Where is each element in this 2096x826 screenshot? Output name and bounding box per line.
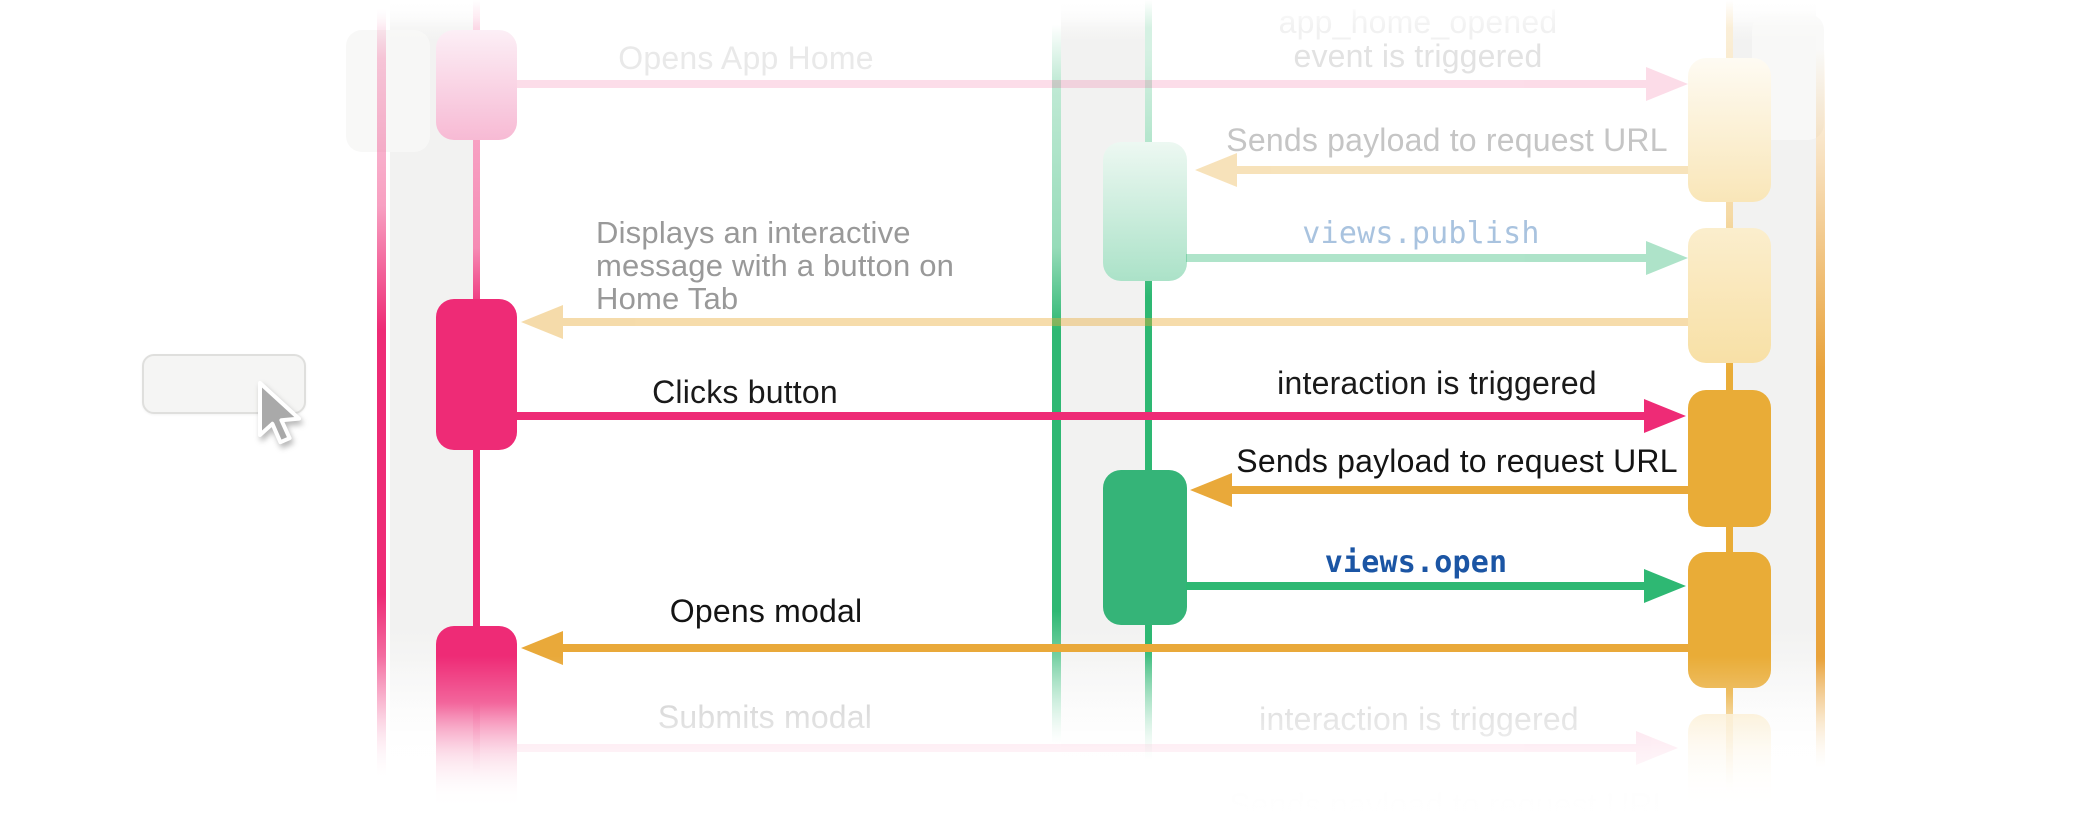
slack-activation-box-active <box>1103 470 1187 625</box>
orange-edge-lifeline <box>1816 0 1825 826</box>
arrow-sends-payload-home <box>1195 153 1688 187</box>
label-clicks-button: Clicks button <box>652 374 838 410</box>
top-fade-overlay <box>0 0 2096 28</box>
app-activation-box-active-1 <box>1688 390 1771 527</box>
arrow-clicks-button <box>517 399 1686 433</box>
label-sends-payload: Sends payload to request URL <box>1236 443 1678 479</box>
label-displays-line3: Home Tab <box>596 281 739 316</box>
label-app-home-opened-line2: event is triggered <box>1293 38 1543 74</box>
app-activation-box-faded-2 <box>1688 228 1771 363</box>
label-sends-payload-home: Sends payload to request URL <box>1226 122 1668 158</box>
label-interaction-triggered: interaction is triggered <box>1277 365 1597 401</box>
label-displays-line1: Displays an interactive <box>596 215 911 250</box>
app-activation-box-faded-top <box>1688 58 1771 202</box>
label-views-publish: views.publish <box>1302 216 1540 251</box>
user-activation-box-active <box>436 299 517 450</box>
bottom-fade-overlay <box>0 656 2096 826</box>
label-opens-modal: Opens modal <box>669 593 863 629</box>
slack-activation-box-faded <box>1103 142 1187 281</box>
arrow-displays-home-tab <box>521 305 1688 339</box>
user-activation-box-faded-top <box>436 30 517 140</box>
pink-edge-lifeline <box>377 0 386 826</box>
arrow-views-open <box>1186 569 1686 603</box>
cursor-icon <box>258 381 301 445</box>
faded-activation-box-left-edge <box>346 30 430 152</box>
arrow-sends-payload <box>1190 473 1688 507</box>
arrow-opens-app-home <box>517 67 1688 101</box>
label-opens-app-home: Opens App Home <box>618 40 874 76</box>
label-displays-line2: message with a button on <box>596 248 955 283</box>
label-views-open: views.open <box>1324 545 1508 580</box>
arrow-views-publish <box>1186 241 1688 275</box>
